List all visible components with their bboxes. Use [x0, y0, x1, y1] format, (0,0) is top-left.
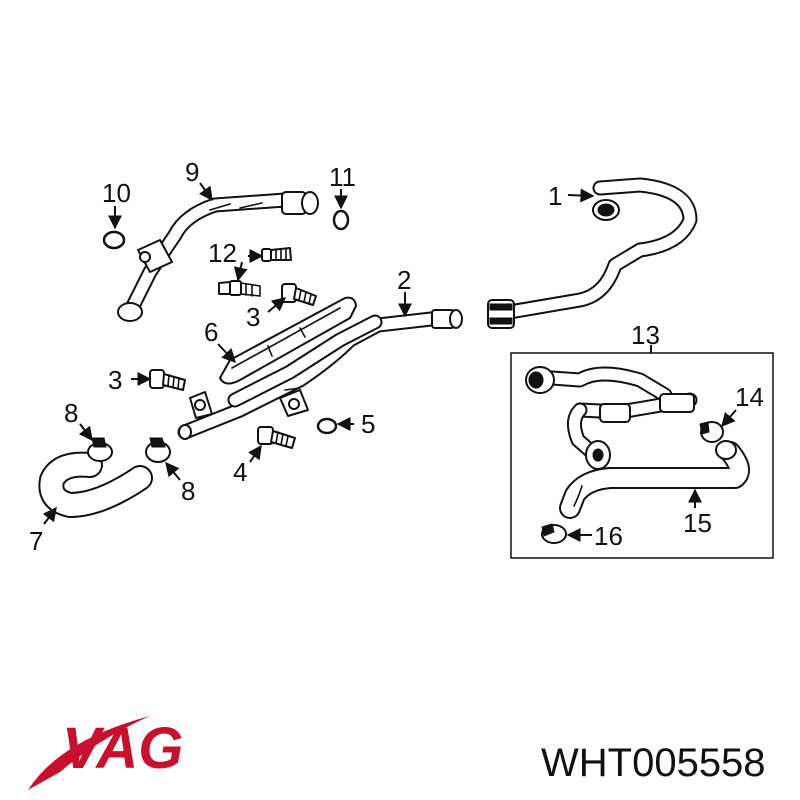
part-11-o-ring	[332, 209, 350, 231]
part-number: WHT005558	[541, 741, 766, 785]
callout-7: 7	[29, 526, 43, 556]
callout-1: 1	[548, 181, 562, 211]
leader-lines	[42, 182, 737, 542]
part-9-coolant-hose	[117, 191, 319, 322]
callout-16: 16	[594, 521, 623, 551]
part-13-pipe-assembly	[525, 366, 698, 470]
callout-6: 6	[204, 317, 218, 347]
callout-13: 13	[631, 320, 660, 350]
part-13-assembly-box	[510, 352, 774, 559]
part-10-o-ring	[102, 230, 126, 250]
part-15-coolant-hose	[559, 440, 750, 519]
callout-9: 9	[185, 157, 199, 187]
callout-8-right: 8	[181, 476, 195, 506]
callout-2: 2	[397, 265, 411, 295]
part-14-clamp	[699, 421, 724, 443]
part-4-bolt	[257, 426, 296, 449]
part-3-bolt-lower	[149, 369, 186, 391]
callout-3-upper: 3	[246, 302, 260, 332]
part-1-coolant-hose	[487, 177, 698, 329]
part-8-clamp-left	[87, 437, 113, 462]
callout-5: 5	[361, 409, 375, 439]
part-3-bolt-upper	[281, 283, 317, 306]
callout-8-left: 8	[64, 398, 78, 428]
part-2-coolant-pipe	[177, 309, 463, 440]
part-16-clamp	[541, 523, 567, 544]
callout-4: 4	[233, 457, 247, 487]
part-7-coolant-hose	[38, 451, 153, 518]
part-12-bolt-lower	[218, 280, 261, 297]
vag-logo: VAG	[28, 716, 183, 790]
callout-12: 12	[208, 238, 237, 268]
part-8-clamp-right	[145, 437, 171, 463]
callout-3-lower: 3	[108, 365, 122, 395]
callout-15: 15	[683, 508, 712, 538]
vag-logo-text: VAG	[62, 716, 183, 781]
part-12-bolt-upper	[261, 247, 292, 262]
callout-14: 14	[735, 382, 764, 412]
part-6-heat-shield	[219, 296, 357, 385]
callout-11: 11	[329, 162, 356, 192]
callout-10: 10	[102, 178, 131, 208]
part-5-o-ring	[316, 417, 338, 435]
